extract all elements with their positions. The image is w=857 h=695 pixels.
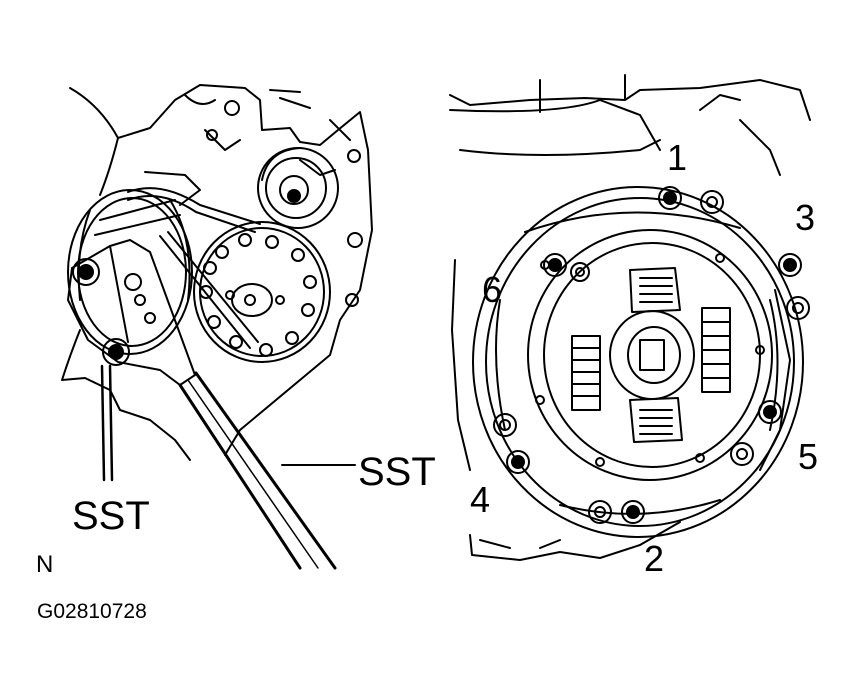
water-pump-pulley <box>193 221 331 363</box>
sst-holder-tool <box>67 239 196 482</box>
clutch-hub <box>609 267 695 443</box>
bolt-number-6: 6 <box>482 269 503 310</box>
sst-label-right: SST <box>358 450 436 494</box>
sst-label-left: SST <box>72 494 150 538</box>
clutch-cover-bolts <box>493 186 810 524</box>
clutch-disc <box>527 229 773 481</box>
bolt-number-1: 1 <box>667 137 688 178</box>
sst-handle-bar <box>178 371 356 570</box>
figure-code: G02810728 <box>37 600 147 623</box>
mark-n-label: N <box>36 551 54 578</box>
bolt-number-3: 3 <box>795 197 816 238</box>
bolt-number-4: 4 <box>470 479 491 520</box>
bolt-number-5: 5 <box>798 436 819 477</box>
engine-front-outline <box>61 84 373 461</box>
idler-pulley <box>257 147 339 229</box>
damper-springs <box>571 277 731 435</box>
bolt-number-2: 2 <box>644 538 665 579</box>
drive-belt <box>127 187 261 349</box>
clutch-cover <box>472 186 804 538</box>
